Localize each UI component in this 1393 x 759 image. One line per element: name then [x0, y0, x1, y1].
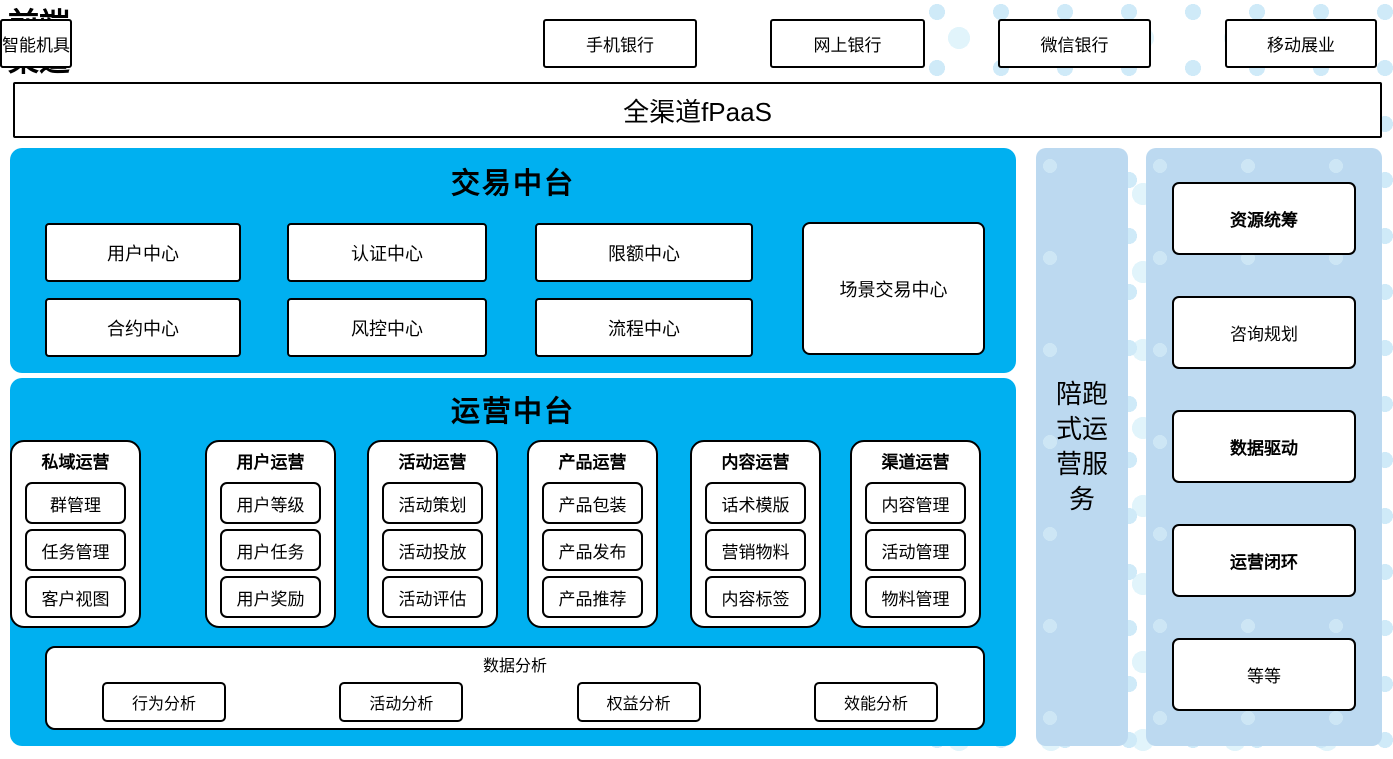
column-item: 产品推荐: [542, 576, 643, 618]
channel-box-smart-devices: 智能机具: [0, 19, 72, 68]
transaction-platform-section: 交易中台 用户中心 认证中心 限额中心 合约中心 风控中心 流程中心 场景交易中…: [10, 148, 1016, 373]
center-box-process: 流程中心: [535, 298, 753, 357]
service-box-resource-coordination: 资源统筹: [1172, 182, 1356, 255]
center-box-scenario-transaction: 场景交易中心: [802, 222, 985, 355]
analysis-box-behavior: 行为分析: [102, 682, 226, 722]
column-item: 物料管理: [865, 576, 966, 618]
service-box-data-driven: 数据驱动: [1172, 410, 1356, 483]
column-item: 内容标签: [705, 576, 806, 618]
column-title: 私域运营: [41, 453, 110, 472]
column-item: 任务管理: [25, 529, 126, 571]
service-box-operation-loop: 运营闭环: [1172, 524, 1356, 597]
data-analysis-title: 数据分析: [482, 658, 547, 675]
service-box-consulting-planning: 咨询规划: [1172, 296, 1356, 369]
column-item: 营销物料: [705, 529, 806, 571]
operation-column-channel: 渠道运营 内容管理 活动管理 物料管理: [850, 440, 981, 628]
operation-column-activity: 活动运营 活动策划 活动投放 活动评估: [367, 440, 498, 628]
column-item: 产品包装: [542, 482, 643, 524]
column-item: 话术模版: [705, 482, 806, 524]
column-item: 用户任务: [220, 529, 321, 571]
analysis-box-efficiency: 效能分析: [813, 682, 938, 722]
service-box-etc: 等等: [1172, 638, 1356, 711]
operation-column-private-domain: 私域运营 群管理 任务管理 客户视图: [10, 440, 141, 628]
column-title: 用户运营: [236, 453, 305, 472]
column-title: 内容运营: [721, 453, 790, 472]
data-analysis-row: 行为分析 活动分析 权益分析 效能分析: [47, 676, 983, 722]
column-title: 渠道运营: [881, 453, 950, 472]
center-box-limit: 限额中心: [535, 223, 753, 282]
channel-box-wechat-banking: 微信银行: [998, 19, 1151, 68]
channel-box-mobile-banking: 手机银行: [543, 19, 697, 68]
column-item: 活动管理: [865, 529, 966, 571]
data-analysis-panel: 数据分析 行为分析 活动分析 权益分析 效能分析: [45, 646, 985, 730]
center-box-auth: 认证中心: [287, 223, 487, 282]
column-item: 内容管理: [865, 482, 966, 524]
transaction-platform-title: 交易中台: [450, 168, 575, 200]
column-title: 活动运营: [398, 453, 467, 472]
column-item: 活动策划: [382, 482, 483, 524]
accompany-service-bar: 陪跑式运营服务: [1036, 148, 1128, 746]
center-box-risk: 风控中心: [287, 298, 487, 357]
channel-box-online-banking: 网上银行: [770, 19, 925, 68]
column-item: 活动评估: [382, 576, 483, 618]
analysis-box-rights: 权益分析: [576, 682, 701, 722]
operation-platform-section: 运营中台 用户运营 用户等级 用户任务 用户奖励 活动运营 活动策划 活动投放 …: [10, 378, 1016, 746]
column-item: 群管理: [25, 482, 126, 524]
service-column: 资源统筹 咨询规划 数据驱动 运营闭环 等等: [1146, 148, 1382, 746]
accompany-service-label: 陪跑式运营服务: [1055, 379, 1108, 514]
center-box-user: 用户中心: [45, 223, 241, 282]
operation-column-product: 产品运营 产品包装 产品发布 产品推荐: [527, 440, 658, 628]
column-item: 用户奖励: [220, 576, 321, 618]
channel-box-mobile-marketing: 移动展业: [1225, 19, 1377, 68]
operation-platform-title: 运营中台: [450, 396, 575, 428]
column-title: 产品运营: [558, 453, 627, 472]
operation-column-user: 用户运营 用户等级 用户任务 用户奖励: [205, 440, 336, 628]
column-item: 客户视图: [25, 576, 126, 618]
column-item: 活动投放: [382, 529, 483, 571]
fpaas-bar: 全渠道fPaaS: [13, 82, 1382, 138]
column-item: 产品发布: [542, 529, 643, 571]
column-item: 用户等级: [220, 482, 321, 524]
center-box-contract: 合约中心: [45, 298, 241, 357]
analysis-box-activity: 活动分析: [339, 682, 464, 722]
operation-column-content: 内容运营 话术模版 营销物料 内容标签: [690, 440, 821, 628]
